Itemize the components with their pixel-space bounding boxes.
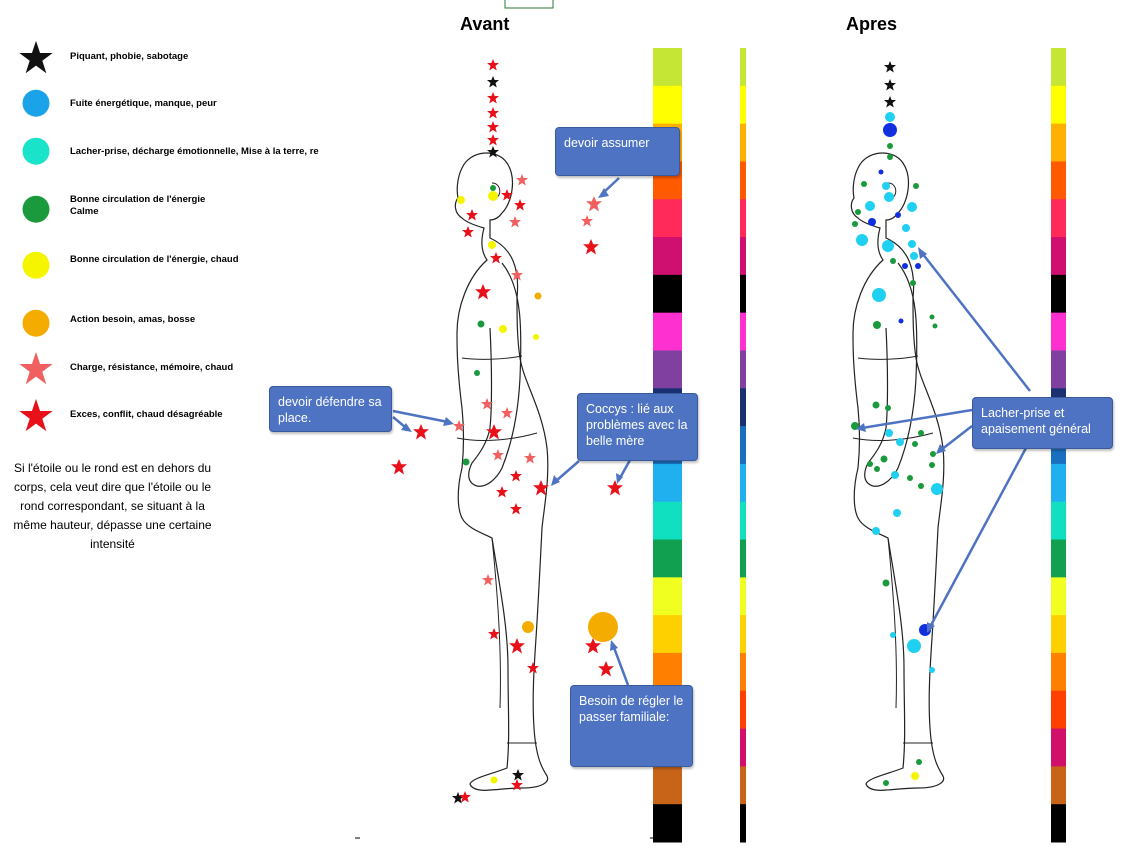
scale-segment <box>653 652 682 692</box>
legend-item-blue-circle: Fuite énergétique, manque, peur <box>18 87 378 127</box>
black-star-icon <box>19 40 53 74</box>
legend-label: Exces, conflit, chaud désagréable <box>70 409 223 420</box>
scale-segment <box>740 161 746 200</box>
scale-segment <box>1051 237 1066 276</box>
scale-segment <box>653 237 682 276</box>
markers-after <box>851 61 943 786</box>
legend-label: Action besoin, amas, bosse <box>70 314 196 325</box>
scale-segment <box>1051 274 1066 314</box>
callout-coccyx: Coccys : lié aux problèmes avec la belle… <box>577 393 698 461</box>
scale-segment <box>653 350 682 389</box>
scale-segment <box>740 123 746 162</box>
callout-besoin-regler: Besoin de régler le passer familiale: <box>570 685 693 767</box>
scale-segment <box>740 728 746 767</box>
scale-segment <box>1051 766 1066 805</box>
body-figure-before <box>454 152 549 791</box>
scale-segment <box>1051 501 1066 541</box>
scale-segment <box>740 539 746 578</box>
scale-segment <box>740 652 746 692</box>
scale-segment <box>1051 463 1066 503</box>
legend-item-orange-circle: Action besoin, amas, bosse <box>18 307 378 347</box>
callout-arrows <box>392 177 1031 686</box>
yellow-circle-icon <box>22 251 50 279</box>
legend-item-yellow-circle: Bonne circulation de l'énergie, chaud <box>18 249 378 289</box>
scale-segment <box>1051 690 1066 730</box>
scale-segment <box>1051 350 1066 389</box>
legend-label: Fuite énergétique, manque, peur <box>70 98 217 109</box>
scale-segment <box>1051 48 1066 87</box>
title-before: Avant <box>460 14 510 34</box>
scale-segment <box>1051 615 1066 654</box>
legend-label: Lacher-prise, décharge émotionnelle, Mis… <box>70 146 319 157</box>
legend-label: Bonne circulation de l'énergie, chaud <box>70 254 239 265</box>
scale-segment <box>1051 728 1066 767</box>
callout-lacher-prise: Lacher-prise et apaisement général <box>972 397 1113 449</box>
scale-segment <box>740 766 746 805</box>
scale-segment <box>740 577 746 616</box>
scale-segment <box>740 463 746 503</box>
scale-segment <box>1051 123 1066 162</box>
legend-label: Bonne circulation de l'énergie Calme <box>70 194 206 217</box>
scale-segment <box>740 690 746 730</box>
title-after: Apres <box>846 14 898 34</box>
scale-segment <box>740 388 746 427</box>
scale-segment <box>740 85 746 125</box>
blue-circle-icon <box>22 89 50 117</box>
salmon-star-icon <box>19 351 53 385</box>
legend-item-salmon-star: Charge, résistance, mémoire, chaud <box>18 351 378 391</box>
legend-item-red-star: Exces, conflit, chaud désagréable <box>18 398 378 438</box>
scale-segment <box>653 312 682 351</box>
intensity-note: Si l'étoile ou le rond est en dehors du … <box>13 461 212 551</box>
scale-segment <box>653 274 682 314</box>
scale-segment <box>740 48 746 87</box>
scale-segment <box>1051 161 1066 200</box>
scale-segment <box>1051 652 1066 692</box>
scale-segment <box>653 615 682 654</box>
scale-segment <box>1051 312 1066 351</box>
scale-segment <box>740 237 746 276</box>
scale-segment <box>1051 577 1066 616</box>
turquoise-circle-icon <box>22 137 50 165</box>
scale-segment <box>653 804 682 843</box>
scale-segment <box>740 426 746 465</box>
scale-segment <box>653 85 682 125</box>
callout-devoir-assumer: devoir assumer <box>555 127 680 176</box>
legend-item-green-circle: Bonne circulation de l'énergie Calme <box>18 193 378 233</box>
scale-segment <box>740 312 746 351</box>
orange-circle-icon <box>22 309 50 337</box>
scale-segment <box>653 766 682 805</box>
scale-segment <box>653 539 682 578</box>
legend-label: Charge, résistance, mémoire, chaud <box>70 362 234 373</box>
scale-segment <box>653 199 682 238</box>
red-star-icon <box>19 398 53 432</box>
legend-label: Piquant, phobie, sabotage <box>70 51 189 62</box>
markers-before <box>391 59 623 804</box>
scale-segment <box>653 577 682 616</box>
scale-segment <box>1051 804 1066 843</box>
legend-item-black-star: Piquant, phobie, sabotage <box>18 40 378 80</box>
green-circle-icon <box>22 195 50 223</box>
legend-item-turquoise-circle: Lacher-prise, décharge émotionnelle, Mis… <box>18 135 378 175</box>
scale-segment <box>740 615 746 654</box>
scale-segment <box>1051 199 1066 238</box>
scale-segment <box>1051 539 1066 578</box>
scale-segment <box>1051 85 1066 125</box>
callout-devoir-defendre: devoir défendre sa place. <box>269 386 392 432</box>
body-figure-after <box>850 152 945 791</box>
scale-segment <box>653 501 682 541</box>
scale-segment <box>740 350 746 389</box>
scale-segment <box>740 199 746 238</box>
scale-segment <box>740 501 746 541</box>
scale-segment <box>740 274 746 314</box>
scale-segment <box>740 804 746 843</box>
scale-segment <box>653 48 682 87</box>
scale-segment <box>653 463 682 503</box>
